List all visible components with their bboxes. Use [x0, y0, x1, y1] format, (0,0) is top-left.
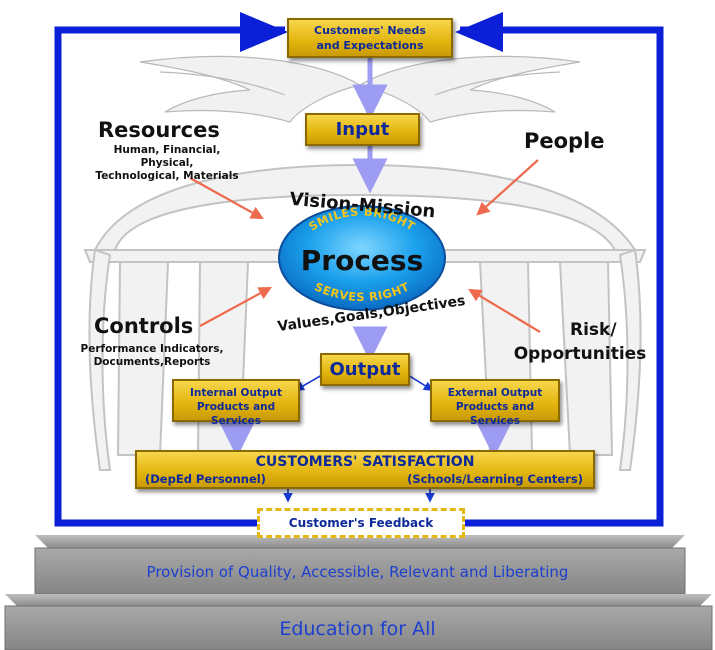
- customers-needs-line2: and Expectations: [316, 39, 424, 52]
- customer-feedback-label: Customer's Feedback: [288, 516, 434, 530]
- frame-arrowhead-left: [240, 12, 288, 52]
- controls-line1: Performance Indicators,: [80, 343, 224, 355]
- internal-output-line1: Internal Output: [190, 387, 282, 399]
- satisfaction-right: (Schools/Learning Centers): [407, 472, 583, 486]
- satisfaction-title: CUSTOMERS' SATISFACTION: [255, 454, 475, 470]
- controls-line2: Documents,Reports: [93, 356, 211, 368]
- external-output-line1: External Output: [447, 387, 543, 399]
- risk-line2: Opportunities: [513, 344, 647, 364]
- arrow-risk: [468, 288, 541, 333]
- controls-details: Performance Indicators, Documents,Report…: [72, 343, 232, 369]
- people-label: People: [524, 129, 605, 153]
- output-connectors: [283, 374, 435, 503]
- risk-opportunities-label: Risk/ Opportunities: [510, 318, 650, 366]
- output-box: Output: [320, 353, 410, 386]
- resources-details: Human, Financial, Physical, Technologica…: [87, 144, 247, 183]
- frame-arrowhead-right: [455, 12, 503, 52]
- lower-step-face: [4, 605, 713, 650]
- external-output-line2: Products and Services: [455, 401, 535, 427]
- stairs: [4, 535, 713, 650]
- customers-needs-box: Customers' Needs and Expectations: [287, 18, 453, 58]
- resources-line2: Technological, Materials: [95, 170, 239, 182]
- input-box: Input: [305, 113, 420, 146]
- arrow-resources: [189, 177, 264, 220]
- satisfaction-left: (DepEd Personnel): [145, 472, 266, 486]
- flow-arrows: [219, 56, 512, 458]
- risk-line1: Risk/: [570, 320, 617, 340]
- process-ellipse: [278, 205, 446, 311]
- internal-output-box: Internal Output Products and Services: [172, 379, 300, 427]
- wings-ornament: [139, 55, 581, 123]
- influence-arrows: [189, 159, 541, 333]
- feedback-loop-frame: [54, 12, 664, 527]
- input-label: Input: [335, 119, 390, 140]
- arrow-people: [476, 159, 539, 216]
- output-label: Output: [329, 359, 401, 380]
- arrow-controls: [199, 286, 272, 327]
- lower-step-top: [5, 594, 712, 606]
- resources-line1: Human, Financial, Physical,: [113, 144, 221, 169]
- internal-output-line2: Products and Services: [196, 401, 276, 427]
- upper-step-face: [34, 547, 686, 595]
- process-label: Process: [301, 244, 424, 277]
- lower-step-caption: Education for All: [279, 618, 436, 640]
- resources-title: Resources: [98, 118, 220, 142]
- external-output-box: External Output Products and Services: [430, 379, 560, 427]
- satisfaction-box: CUSTOMERS' SATISFACTION (DepEd Personnel…: [135, 450, 595, 489]
- customer-feedback-box: Customer's Feedback: [257, 508, 465, 538]
- upper-step-top: [35, 535, 685, 548]
- upper-step-caption: Provision of Quality, Accessible, Releva…: [146, 563, 569, 581]
- controls-title: Controls: [94, 314, 194, 338]
- customers-needs-line1: Customers' Needs: [314, 24, 426, 37]
